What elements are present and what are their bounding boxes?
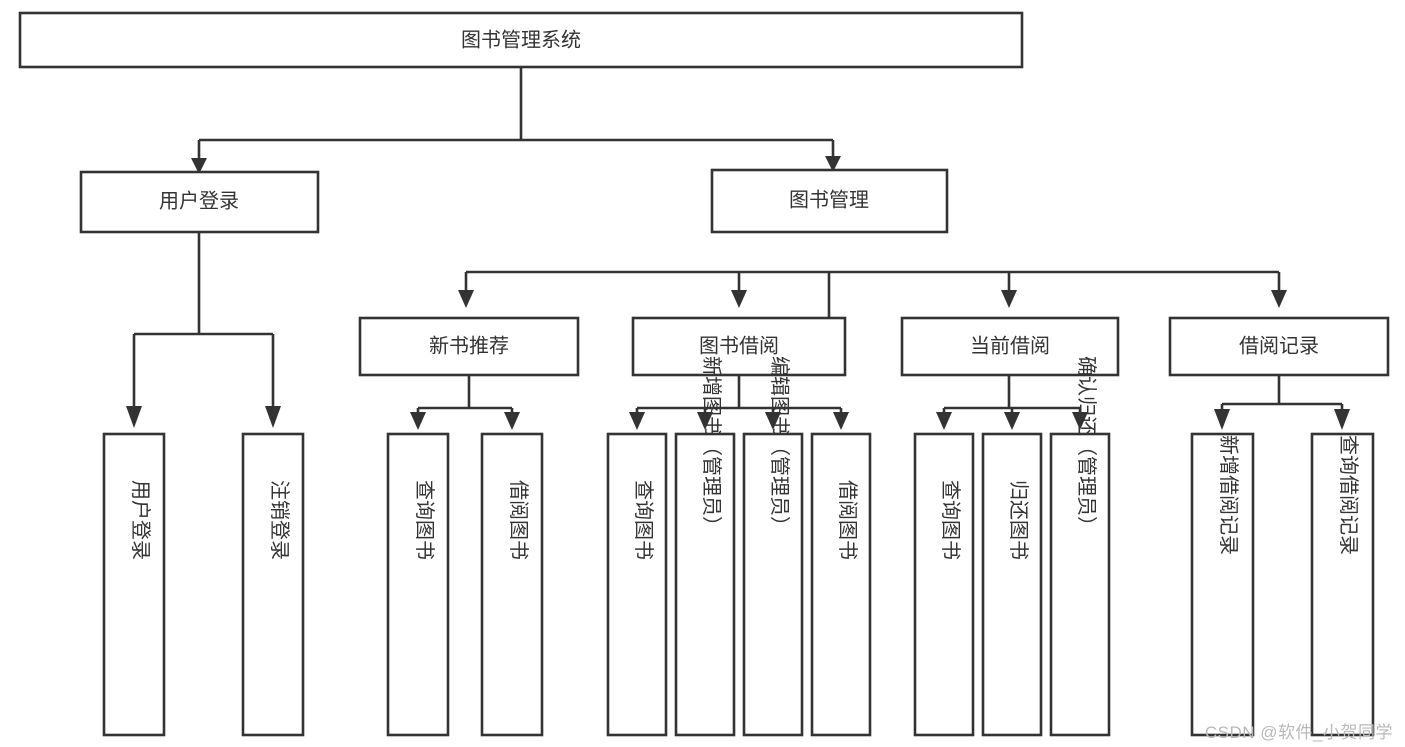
node-leaf-return-book[interactable]: 归还图书: [981, 432, 1043, 737]
node-leaf-logout-login[interactable]: 注销登录: [241, 432, 305, 737]
node-leaf-return-book-label: 归还图书: [1007, 480, 1030, 560]
node-leaf-borrow-book-recommend-label: 借阅图书: [507, 480, 530, 560]
node-leaf-query-book-current-box[interactable]: [913, 432, 975, 737]
node-user-login-box[interactable]: [79, 170, 320, 234]
arrow-to-leaf-borrow-book-recommend: [504, 412, 520, 430]
node-leaf-user-login-box[interactable]: [102, 432, 166, 737]
arrow-to-leaf-borrow-book: [833, 412, 849, 430]
node-leaf-logout-login-label: 注销登录: [268, 480, 291, 560]
node-borrow-record-box[interactable]: [1168, 316, 1390, 377]
arrow-to-borrow-record: [1271, 290, 1287, 308]
node-leaf-confirm-return-admin-label: 确认归还（管理员）: [1075, 356, 1098, 536]
connector-bookborrow-to-leaves: [635, 375, 843, 415]
node-book-borrow[interactable]: 图书借阅: [631, 316, 847, 377]
node-leaf-borrow-book-recommend[interactable]: 借阅图书: [480, 432, 544, 737]
arrow-to-user-login: [191, 158, 207, 174]
node-leaf-borrow-book[interactable]: 借阅图书: [810, 432, 872, 737]
node-user-login-label: 用户登录: [159, 189, 239, 212]
node-leaf-query-borrow-record-label: 查询借阅记录: [1337, 435, 1360, 555]
arrow-to-leaf-query-borrow-record: [1334, 409, 1350, 430]
node-book-management-box[interactable]: [710, 168, 949, 234]
node-leaf-user-login[interactable]: 用户登录: [102, 432, 166, 737]
arrow-to-leaf-edit-book-admin: [765, 412, 781, 430]
node-leaf-borrow-book-label: 借阅图书: [836, 480, 859, 560]
arrow-to-leaf-query-book-recommend: [410, 412, 426, 430]
arrow-to-book-management: [825, 156, 841, 172]
node-new-book-recommend-label: 新书推荐: [429, 334, 509, 357]
node-leaf-query-book-current-label: 查询图书: [939, 480, 962, 560]
node-leaf-add-book-admin[interactable]: 新增图书（管理员）: [674, 356, 736, 737]
arrow-to-leaf-return-book: [1004, 412, 1020, 430]
node-root[interactable]: 图书管理系统: [18, 11, 1024, 69]
arrow-to-book-borrow: [731, 290, 747, 308]
node-leaf-query-borrow-record-box[interactable]: [1310, 432, 1375, 737]
connector-recommend-to-leaves: [416, 375, 514, 415]
arrow-to-leaf-query-book-borrow: [629, 412, 645, 430]
node-leaf-edit-book-admin-box[interactable]: [742, 432, 804, 737]
node-current-borrow-label: 当前借阅: [970, 334, 1050, 357]
node-leaf-query-book-recommend[interactable]: 查询图书: [386, 432, 450, 737]
node-leaf-query-book-borrow[interactable]: 查询图书: [606, 432, 668, 737]
csdn-watermark: CSDN @软件_小贺同学: [1204, 723, 1393, 742]
node-leaf-add-book-admin-box[interactable]: [674, 432, 736, 737]
node-leaf-query-book-recommend-box[interactable]: [386, 432, 450, 737]
node-leaf-query-book-borrow-box[interactable]: [606, 432, 668, 737]
node-leaf-add-borrow-record-label: 新增借阅记录: [1217, 435, 1240, 555]
connector-root-to-level1: [197, 67, 835, 160]
arrow-to-leaf-user-login: [126, 406, 142, 428]
node-user-login[interactable]: 用户登录: [79, 170, 320, 234]
node-current-borrow-box[interactable]: [900, 316, 1120, 377]
node-leaf-borrow-book-box[interactable]: [810, 432, 872, 737]
node-leaf-logout-login-box[interactable]: [241, 432, 305, 737]
node-leaf-confirm-return-admin-box[interactable]: [1049, 432, 1111, 737]
node-borrow-record[interactable]: 借阅记录: [1168, 316, 1390, 377]
node-leaf-query-borrow-record[interactable]: 查询借阅记录: [1310, 432, 1375, 737]
arrow-to-leaf-confirm-return-admin: [1072, 412, 1088, 430]
node-leaf-confirm-return-admin[interactable]: 确认归还（管理员）: [1049, 356, 1111, 737]
arrow-to-new-book-recommend: [458, 290, 474, 308]
node-new-book-recommend-box[interactable]: [358, 316, 580, 377]
node-root-label: 图书管理系统: [461, 28, 581, 51]
node-book-management[interactable]: 图书管理: [710, 168, 949, 234]
node-leaf-query-book-current[interactable]: 查询图书: [913, 432, 975, 737]
node-leaf-query-book-borrow-label: 查询图书: [632, 480, 655, 560]
node-book-borrow-box[interactable]: [631, 316, 847, 377]
arrow-to-leaf-query-book-current: [936, 412, 952, 430]
node-current-borrow[interactable]: 当前借阅: [900, 316, 1120, 377]
node-leaf-add-borrow-record[interactable]: 新增借阅记录: [1190, 432, 1255, 737]
connector-currentborrow-to-leaves: [942, 375, 1082, 415]
arrow-to-current-borrow: [1001, 290, 1017, 308]
node-leaf-edit-book-admin-label: 编辑图书（管理员）: [768, 356, 791, 536]
node-book-management-label: 图书管理: [789, 188, 869, 211]
node-new-book-recommend[interactable]: 新书推荐: [358, 316, 580, 377]
connector-userlogin-to-leaves: [132, 232, 275, 408]
arrow-to-leaf-add-borrow-record: [1214, 409, 1230, 430]
node-leaf-user-login-label: 用户登录: [129, 480, 152, 560]
connector-borrowrecord-to-leaves: [1220, 375, 1344, 412]
node-root-box[interactable]: [18, 11, 1024, 69]
node-borrow-record-label: 借阅记录: [1239, 334, 1319, 357]
node-leaf-return-book-box[interactable]: [981, 432, 1043, 737]
arrow-to-leaf-logout-login: [265, 406, 281, 428]
arrow-to-leaf-add-book-admin: [697, 412, 713, 430]
node-leaf-edit-book-admin[interactable]: 编辑图书（管理员）: [742, 356, 804, 737]
node-leaf-query-book-recommend-label: 查询图书: [413, 480, 436, 560]
connector-layer: [126, 67, 1350, 430]
node-leaf-add-book-admin-label: 新增图书（管理员）: [700, 356, 723, 536]
node-leaf-borrow-book-recommend-box[interactable]: [480, 432, 544, 737]
connector-bookmgmt-to-level2: [464, 270, 1281, 375]
node-book-borrow-label: 图书借阅: [699, 334, 779, 357]
node-leaf-add-borrow-record-box[interactable]: [1190, 432, 1255, 737]
